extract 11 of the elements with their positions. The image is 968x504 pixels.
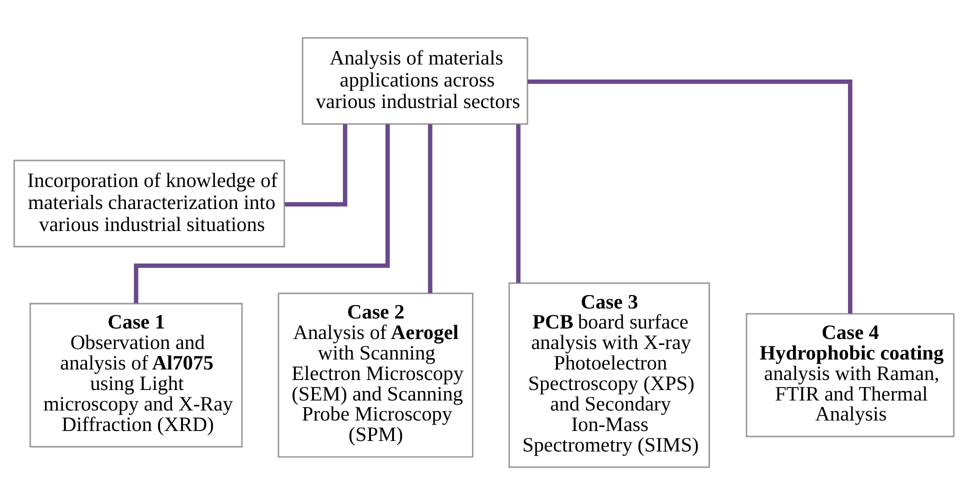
node-box: Case 1 Observation and analysis of Al7075 using Light microscopy and X-Ray Diffraction (XRD): [30, 302, 243, 447]
node-box: Incorporation of knowledge of materials characterization into various industrial situations: [13, 159, 286, 247]
node-box: Case 4 Hydrophobic coating analysis with Raman, FTIR and Thermal Analysis: [746, 312, 955, 437]
node-box: Analysis of materials applications across various industrial sectors: [302, 36, 528, 124]
connector: [528, 78, 852, 314]
connector: [428, 124, 432, 293]
connector: [134, 124, 390, 303]
connector: [284, 124, 348, 206]
node-box: Case 3 PCB board surface analysis with X-ray Photoelectron Spectroscopy (XPS) and Secondary Ion-Mass Spectrometry (SIMS): [508, 282, 710, 468]
node-box: Case 2 Analysis of Aerogel with Scanning Electron Microscopy (SEM) and Scanning Probe Microscopy (SPM): [278, 292, 474, 458]
connector: [516, 124, 520, 282]
